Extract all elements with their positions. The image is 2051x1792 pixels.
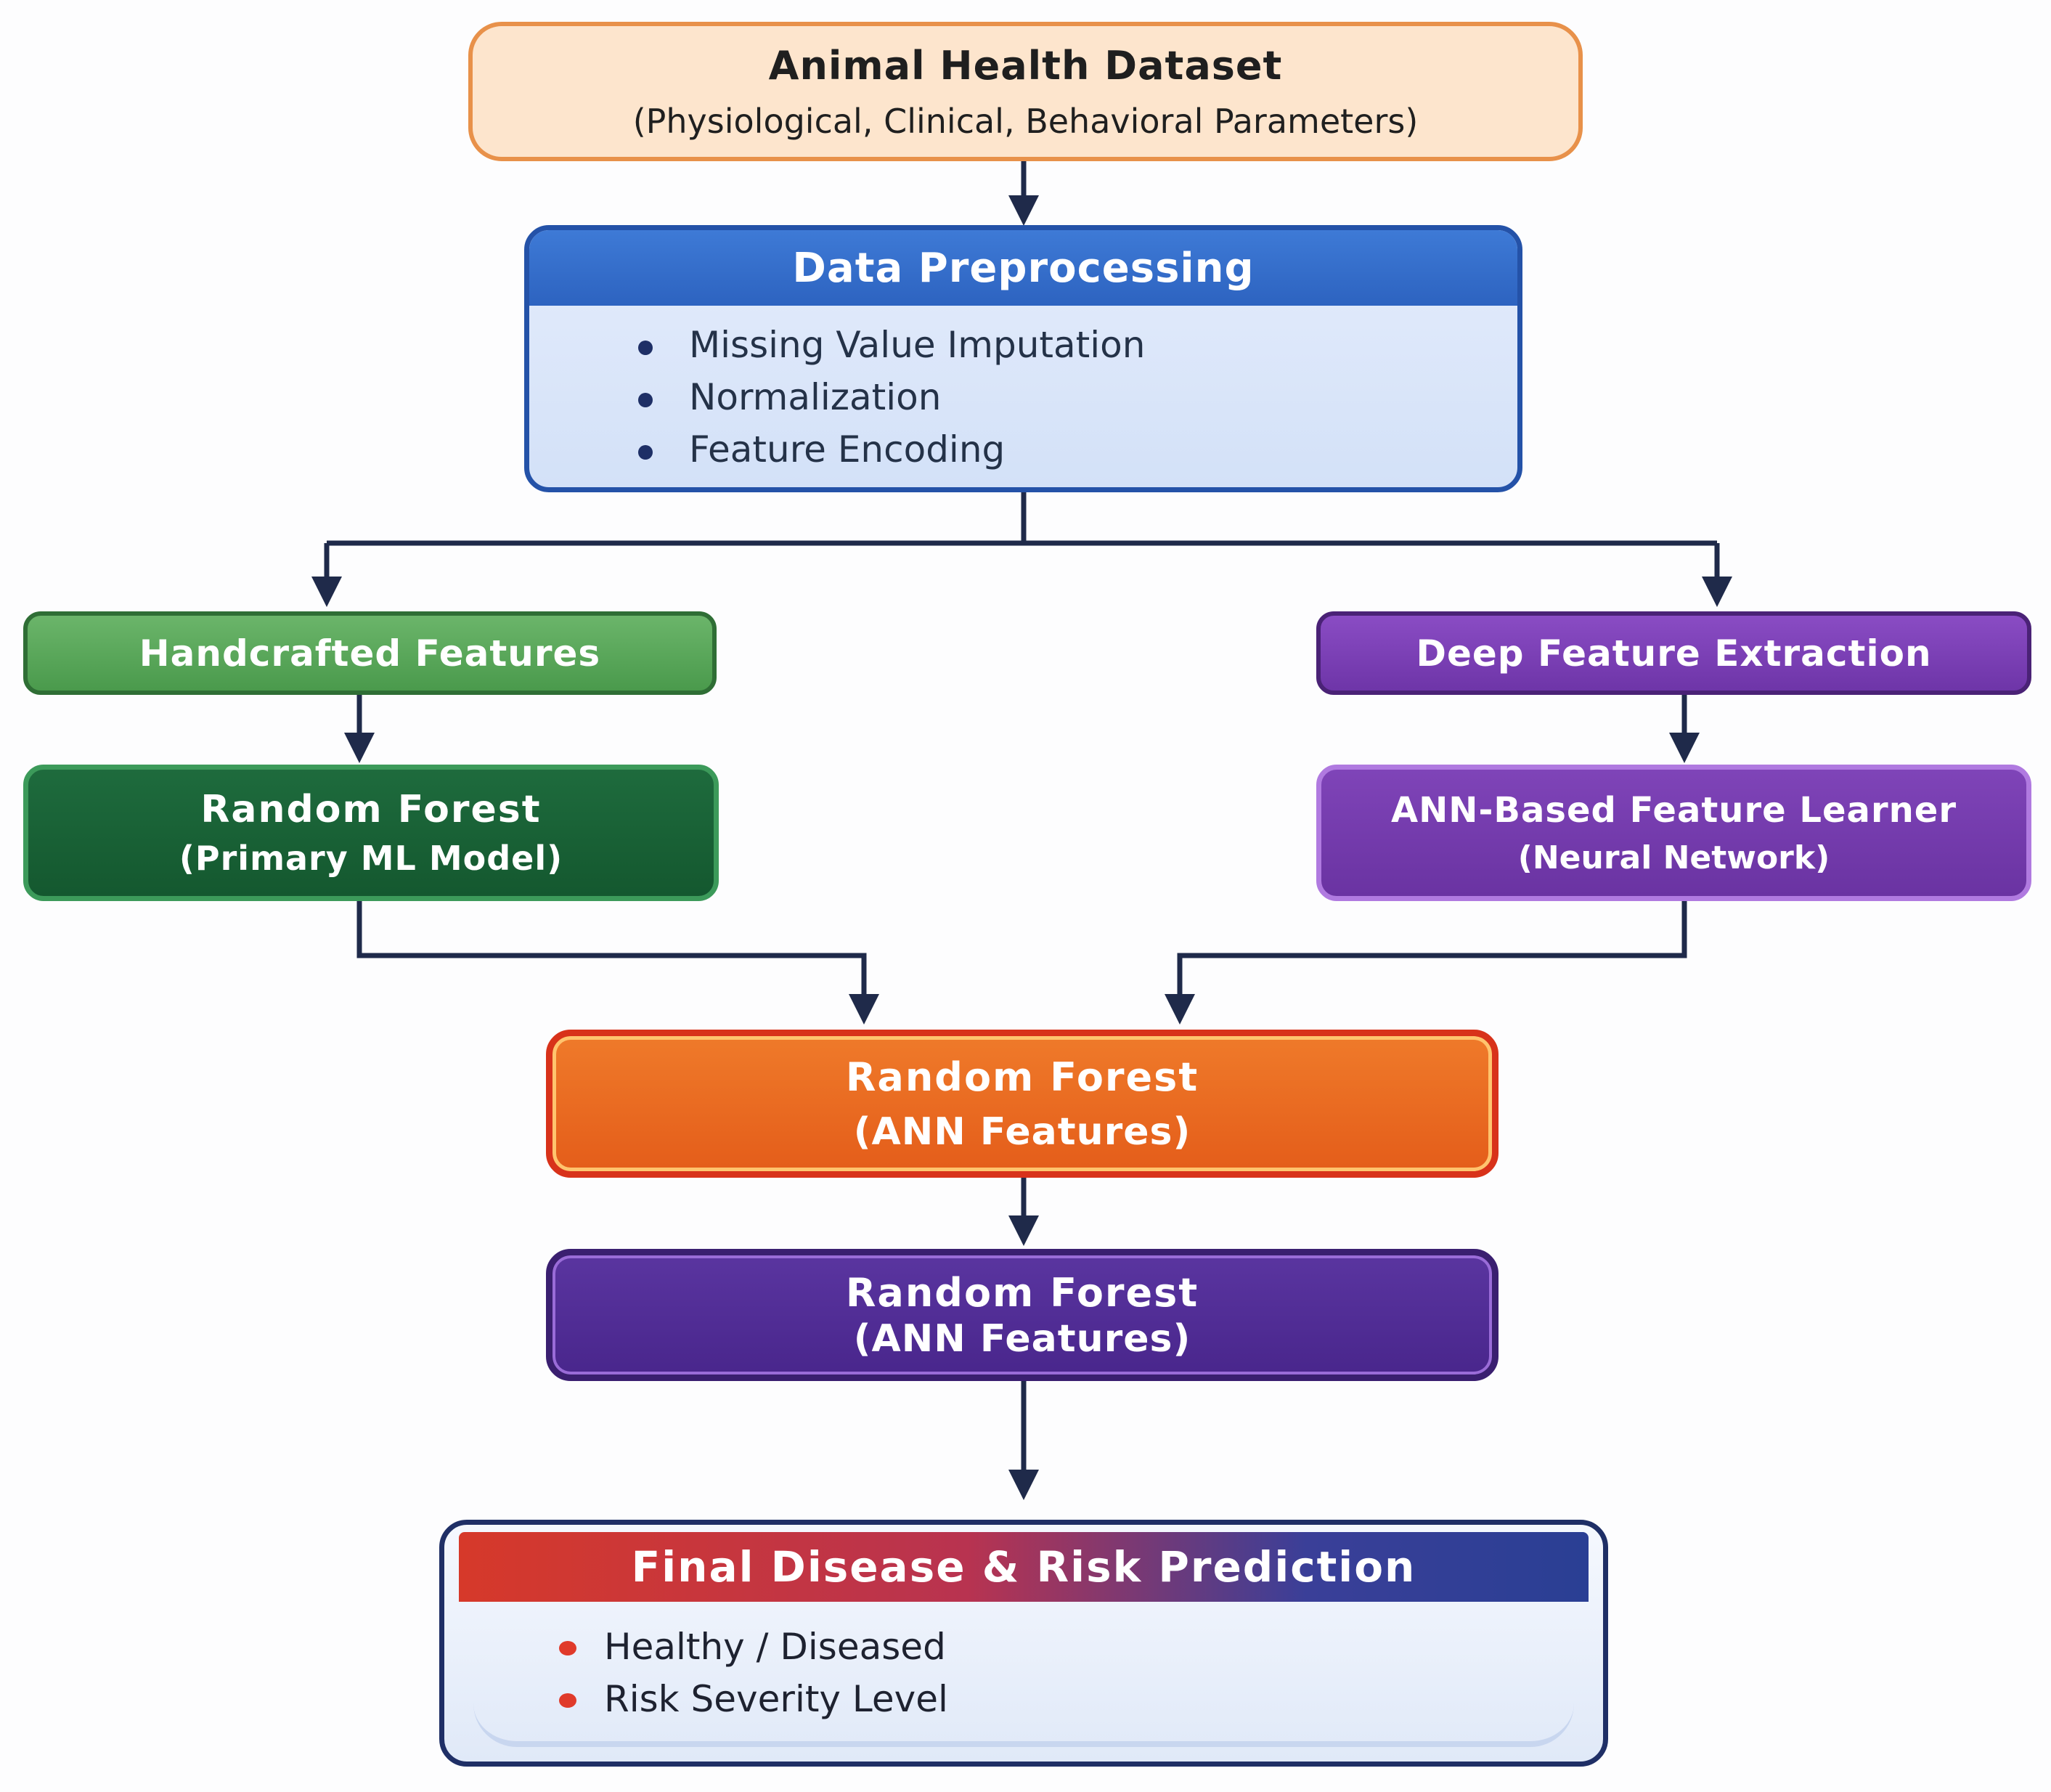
- handcrafted-features-box: Handcrafted Features: [23, 611, 717, 695]
- random-forest-ann-orange-subtitle: (ANN Features): [853, 1109, 1191, 1154]
- preprocessing-title: Data Preprocessing: [529, 230, 1517, 306]
- preprocessing-box: Data Preprocessing Missing Value Imputat…: [524, 225, 1522, 492]
- final-prediction-list: Healthy / Diseased Risk Severity Level: [444, 1602, 1603, 1725]
- ann-feature-learner-subtitle: (Neural Network): [1517, 839, 1830, 876]
- ann-feature-learner-box: ANN-Based Feature Learner (Neural Networ…: [1316, 765, 2031, 901]
- final-prediction-box: Final Disease & Risk Prediction Healthy …: [439, 1520, 1608, 1767]
- preprocessing-list: Missing Value Imputation Normalization F…: [529, 306, 1517, 476]
- final-prediction-title: Final Disease & Risk Prediction: [459, 1532, 1589, 1602]
- random-forest-ann-orange-title: Random Forest: [845, 1054, 1199, 1100]
- random-forest-ann-purple-title: Random Forest: [845, 1269, 1199, 1316]
- preprocessing-item: Normalization: [638, 371, 1517, 423]
- random-forest-primary-box: Random Forest (Primary ML Model): [23, 765, 719, 901]
- ann-feature-learner-title: ANN-Based Feature Learner: [1390, 789, 1957, 831]
- handcrafted-features-title: Handcrafted Features: [139, 632, 601, 675]
- dataset-subtitle: (Physiological, Clinical, Behavioral Par…: [632, 101, 1419, 141]
- random-forest-primary-title: Random Forest: [200, 788, 542, 831]
- random-forest-primary-subtitle: (Primary ML Model): [179, 839, 563, 878]
- deep-feature-extraction-box: Deep Feature Extraction: [1316, 611, 2031, 695]
- dataset-title: Animal Health Dataset: [768, 42, 1283, 89]
- final-prediction-item: Healthy / Diseased: [553, 1621, 1603, 1673]
- connector-ann-to-merge: [1165, 901, 1687, 1025]
- preprocessing-item: Feature Encoding: [638, 423, 1517, 476]
- deep-feature-extraction-title: Deep Feature Extraction: [1416, 632, 1932, 675]
- random-forest-ann-purple-subtitle: (ANN Features): [853, 1316, 1191, 1361]
- preprocessing-item: Missing Value Imputation: [638, 319, 1517, 371]
- final-prediction-item: Risk Severity Level: [553, 1673, 1603, 1725]
- random-forest-ann-orange-box: Random Forest (ANN Features): [546, 1030, 1499, 1178]
- connector-rf-to-merge: [356, 901, 879, 1025]
- random-forest-ann-purple-box: Random Forest (ANN Features): [546, 1249, 1499, 1381]
- dataset-box: Animal Health Dataset (Physiological, Cl…: [468, 22, 1583, 161]
